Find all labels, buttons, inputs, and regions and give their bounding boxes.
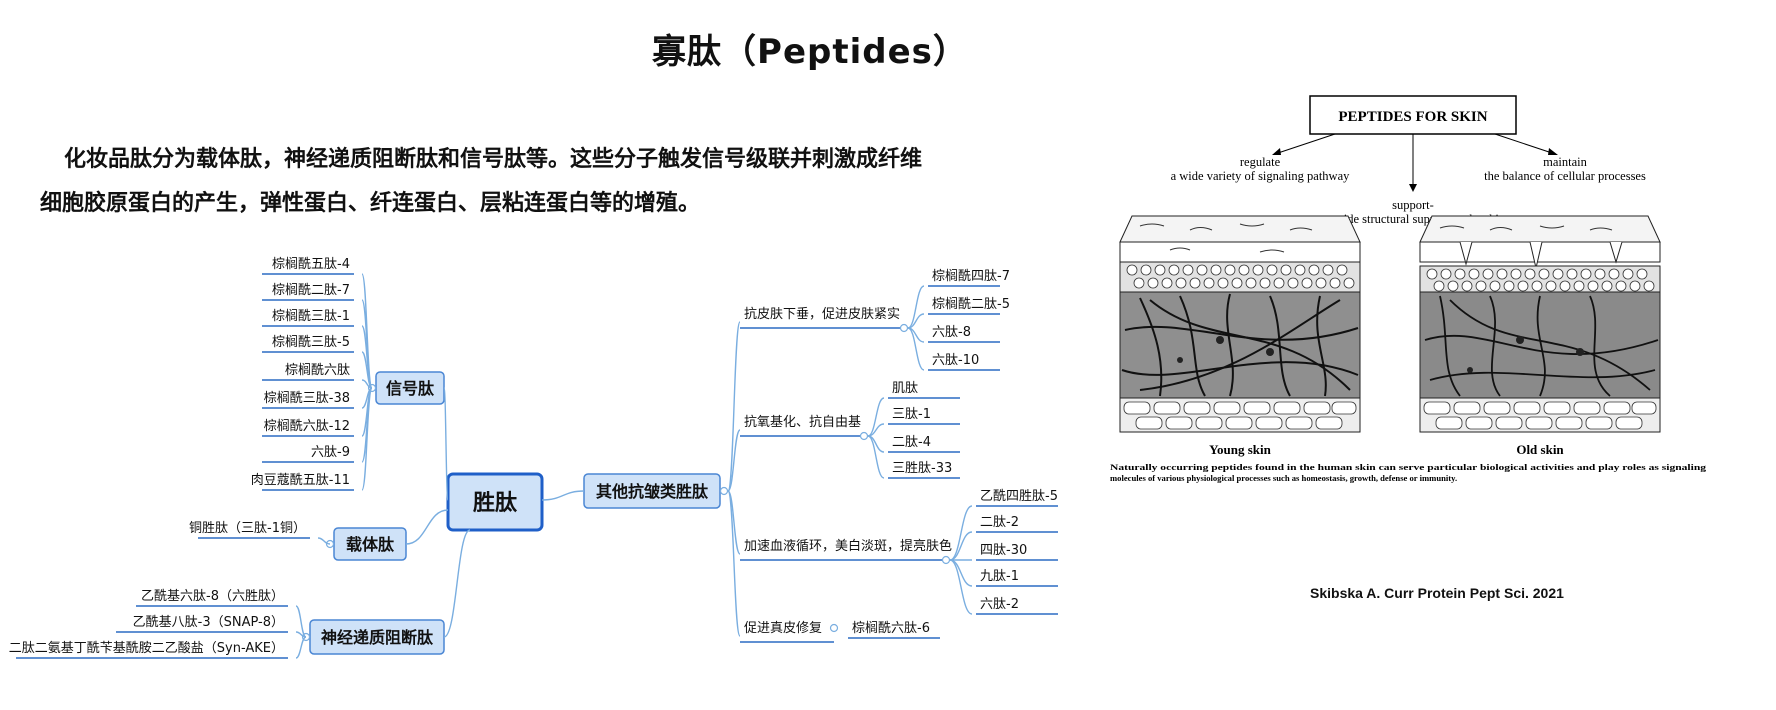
link-neuro-item bbox=[295, 605, 307, 638]
link-other-group bbox=[727, 321, 741, 492]
link-signal-item bbox=[361, 351, 373, 389]
link-signal-item bbox=[361, 387, 373, 491]
leaf-label: 三胜肽-33 bbox=[892, 461, 952, 476]
leaf-label: 棕榈酰二肽-7 bbox=[272, 283, 350, 298]
link-carrier-item bbox=[317, 537, 331, 545]
leaf-label: 二肽-4 bbox=[892, 435, 931, 450]
leaf-label: 铜胜肽（三肽-1铜） bbox=[189, 521, 306, 536]
link-group-item bbox=[949, 531, 973, 561]
link-root-signal bbox=[443, 387, 449, 501]
branch-neuro-label: 神经递质阻断肽 bbox=[321, 628, 434, 647]
group-label: 抗皮肤下垂，促进皮肤紧实 bbox=[744, 307, 900, 322]
link-group-item bbox=[949, 505, 973, 561]
right-label-2: the balance of cellular processes bbox=[1484, 169, 1646, 183]
branch-signal-label: 信号肽 bbox=[386, 379, 435, 398]
citation: Skibska A. Curr Protein Pept Sci. 2021 bbox=[1310, 585, 1564, 601]
root-node-label: 胜肽 bbox=[473, 491, 518, 516]
connector-dot bbox=[941, 555, 951, 565]
connector-dot bbox=[829, 623, 839, 633]
link-group-item bbox=[907, 285, 925, 329]
leaf-label: 乙酰四胜肽-5 bbox=[980, 489, 1058, 504]
page-title: 寡肽（Peptides） bbox=[652, 32, 968, 72]
group-label: 抗氧基化、抗自由基 bbox=[744, 415, 861, 430]
arrow-right-head bbox=[1548, 148, 1558, 155]
leaf-label: 六肽-8 bbox=[932, 325, 971, 340]
young-skin-label: Young skin bbox=[1209, 442, 1272, 457]
leaf-label: 棕榈酰三肽-38 bbox=[264, 391, 350, 406]
link-neuro-item bbox=[295, 636, 307, 659]
figure-title-box bbox=[1309, 95, 1517, 135]
intro-line-2: 细胞胶原蛋白的产生，弹性蛋白、纤连蛋白、层粘连蛋白等的增殖。 bbox=[40, 191, 701, 216]
leaf-label: 六肽-10 bbox=[932, 353, 979, 368]
link-other-group bbox=[727, 490, 741, 637]
leaf-label: 乙酰基八肽-3（SNAP-8） bbox=[133, 615, 284, 630]
group-label: 加速血液循环，美白淡斑，提亮肤色 bbox=[744, 538, 952, 554]
leaf-label: 棕榈酰五肽-4 bbox=[272, 257, 350, 272]
root-node bbox=[446, 472, 544, 532]
left-label-2: a wide variety of signaling pathway bbox=[1171, 169, 1351, 183]
leaf-label: 二肽-2 bbox=[980, 515, 1019, 530]
leaf-label: 棕榈酰六肽-12 bbox=[264, 419, 350, 434]
leaf-label: 六肽-9 bbox=[311, 445, 350, 460]
old-skin-label: Old skin bbox=[1516, 442, 1564, 457]
right-label-1: maintain bbox=[1543, 155, 1587, 169]
skin-peptides-figure: PEPTIDES FOR SKIN regulate a wide variet… bbox=[1110, 95, 1707, 483]
link-group-item bbox=[907, 327, 925, 371]
connector-dot bbox=[719, 486, 729, 496]
leaf-label: 棕榈酰四肽-7 bbox=[932, 269, 1010, 284]
link-root-carrier bbox=[405, 509, 449, 545]
leaf-label: 棕榈酰六肽-6 bbox=[852, 621, 930, 636]
branch-other-label: 其他抗皱类胜肽 bbox=[596, 482, 709, 501]
leaf-label: 六肽-2 bbox=[980, 597, 1019, 612]
leaf-label: 二肽二氨基丁酰苄基酰胺二乙酸盐（Syn-AKE） bbox=[9, 641, 284, 656]
intro-line-1: 化妆品肽分为载体肽，神经递质阻断肽和信号肽等。这些分子触发信号级联并刺激成纤维 bbox=[64, 147, 923, 172]
leaf-label: 九肽-1 bbox=[980, 569, 1019, 584]
group-label: 促进真皮修复 bbox=[744, 621, 822, 636]
link-group-item bbox=[867, 397, 885, 437]
link-group-item bbox=[949, 559, 973, 615]
link-root-other bbox=[541, 490, 585, 501]
link-group-item bbox=[907, 313, 925, 329]
leaf-label: 三肽-1 bbox=[892, 407, 931, 422]
caption-line-1: Naturally occurring peptides found in th… bbox=[1110, 462, 1707, 472]
leaf-label: 乙酰基六肽-8（六胜肽） bbox=[141, 589, 284, 604]
center-label-1: support- bbox=[1392, 198, 1434, 212]
leaf-label: 棕榈酰三肽-1 bbox=[272, 309, 350, 324]
leaf-label: 四肽-30 bbox=[980, 543, 1027, 558]
link-group-item bbox=[867, 435, 885, 479]
link-group-item bbox=[949, 559, 973, 587]
branch-carrier-label: 载体肽 bbox=[346, 535, 395, 554]
leaf-label: 肌肽 bbox=[892, 381, 918, 396]
leaf-label: 棕榈酰二肽-5 bbox=[932, 297, 1010, 312]
young-skin-illustration bbox=[1119, 215, 1361, 433]
arrow-left-head bbox=[1272, 148, 1281, 155]
arrow-left bbox=[1274, 133, 1336, 155]
connector-dot bbox=[899, 323, 909, 333]
link-root-neuro bbox=[443, 529, 471, 638]
figure-title: PEPTIDES FOR SKIN bbox=[1338, 109, 1487, 125]
leaf-label: 棕榈酰三肽-5 bbox=[272, 335, 350, 350]
old-skin-illustration bbox=[1419, 215, 1661, 433]
left-label-1: regulate bbox=[1240, 155, 1281, 169]
caption-line-2: molecules of various physiological proce… bbox=[1110, 473, 1457, 483]
leaf-label: 棕榈酰六肽 bbox=[285, 363, 350, 378]
leaf-label: 肉豆蔻酰五肽-11 bbox=[251, 473, 350, 488]
connector-dot bbox=[859, 431, 869, 441]
link-other-group bbox=[727, 429, 741, 492]
arrow-center-head bbox=[1409, 184, 1417, 192]
intro-text: 化妆品肽分为载体肽，神经递质阻断肽和信号肽等。这些分子触发信号级联并刺激成纤维 … bbox=[40, 138, 1020, 226]
arrow-right bbox=[1494, 133, 1556, 155]
